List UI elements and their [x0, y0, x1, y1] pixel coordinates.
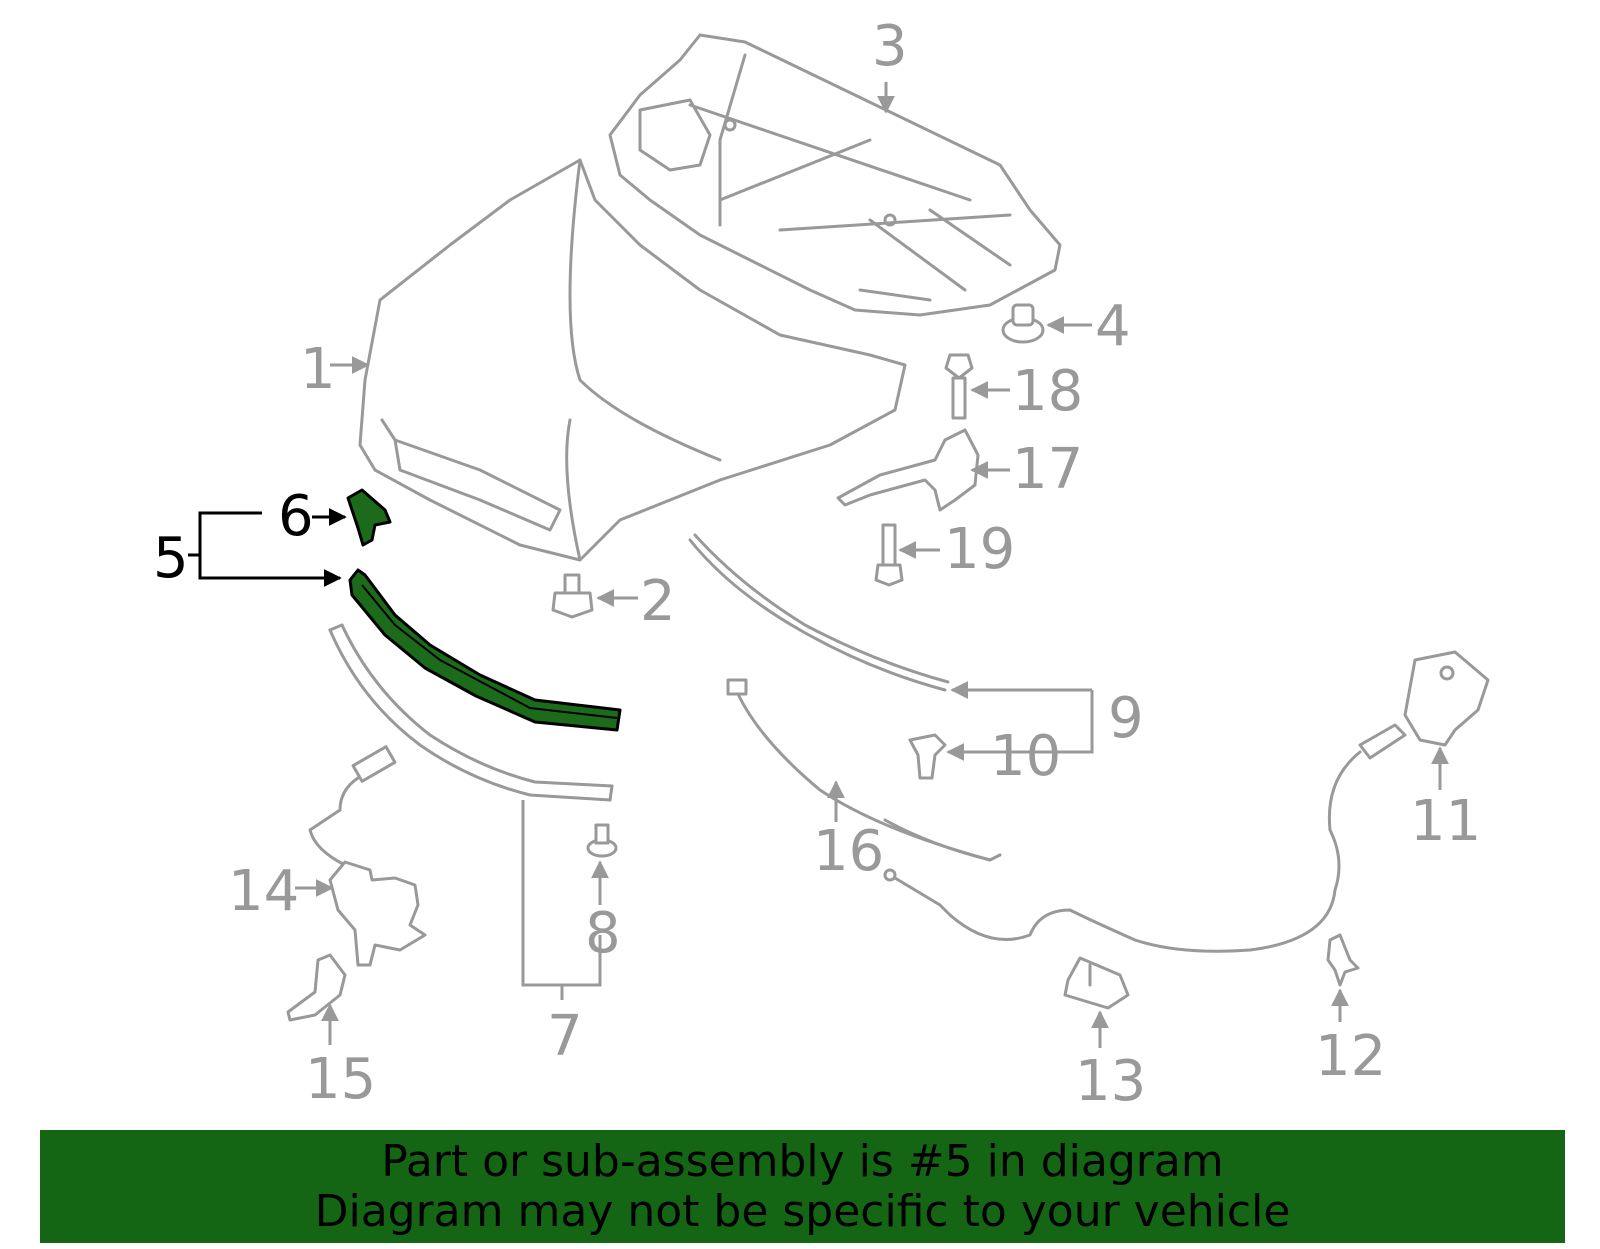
callout-6: 6 [278, 484, 314, 549]
leader-lines-highlighted [188, 508, 347, 587]
leader-lines [295, 82, 1449, 1048]
clip-8 [586, 823, 618, 858]
clip-12 [1326, 933, 1360, 987]
seal-5-highlighted [348, 568, 622, 732]
callout-10: 10 [990, 724, 1061, 789]
banner-line-2: Diagram may not be specific to your vehi… [314, 1185, 1291, 1237]
latch-sensor-14 [308, 745, 427, 967]
callout-19: 19 [944, 517, 1015, 582]
callout-15: 15 [305, 1047, 376, 1112]
callout-9: 9 [1108, 686, 1144, 751]
weatherstrip-9 [688, 533, 950, 692]
clip-6-highlighted [346, 488, 392, 547]
hood-latch-11 [883, 650, 1490, 953]
info-banner: Part or sub-assembly is #5 in diagram Di… [40, 1130, 1565, 1243]
clip-10 [908, 733, 947, 780]
bracket-15 [286, 953, 347, 1022]
callout-16: 16 [813, 819, 884, 884]
callout-5: 5 [153, 526, 189, 591]
callout-11: 11 [1410, 789, 1481, 854]
release-cable-16 [726, 678, 1002, 862]
callout-18: 18 [1012, 359, 1083, 424]
bolt-19 [874, 523, 904, 587]
callout-12: 12 [1315, 1024, 1386, 1089]
callout-14: 14 [228, 859, 299, 924]
callout-4: 4 [1095, 294, 1131, 359]
hood-insulator-pad [608, 33, 1062, 317]
callout-2: 2 [640, 569, 676, 634]
hood-panel [358, 158, 907, 562]
callout-3: 3 [872, 14, 908, 79]
callout-1: 1 [300, 337, 336, 402]
bolt-18 [944, 353, 974, 420]
callout-13: 13 [1075, 1049, 1146, 1114]
callout-labels: 1 2 3 4 5 6 7 8 9 10 11 12 13 14 15 16 1… [153, 14, 1481, 1114]
stop-bolt-2 [551, 573, 594, 619]
callout-8: 8 [585, 901, 621, 966]
clip-13 [1063, 956, 1130, 1010]
banner-line-1: Part or sub-assembly is #5 in diagram [381, 1135, 1224, 1187]
callout-7: 7 [547, 1004, 583, 1069]
hood-hinge-17 [836, 428, 980, 512]
callout-17: 17 [1012, 437, 1083, 502]
seal-7 [328, 623, 614, 802]
hood-bumper-4 [1001, 303, 1045, 344]
